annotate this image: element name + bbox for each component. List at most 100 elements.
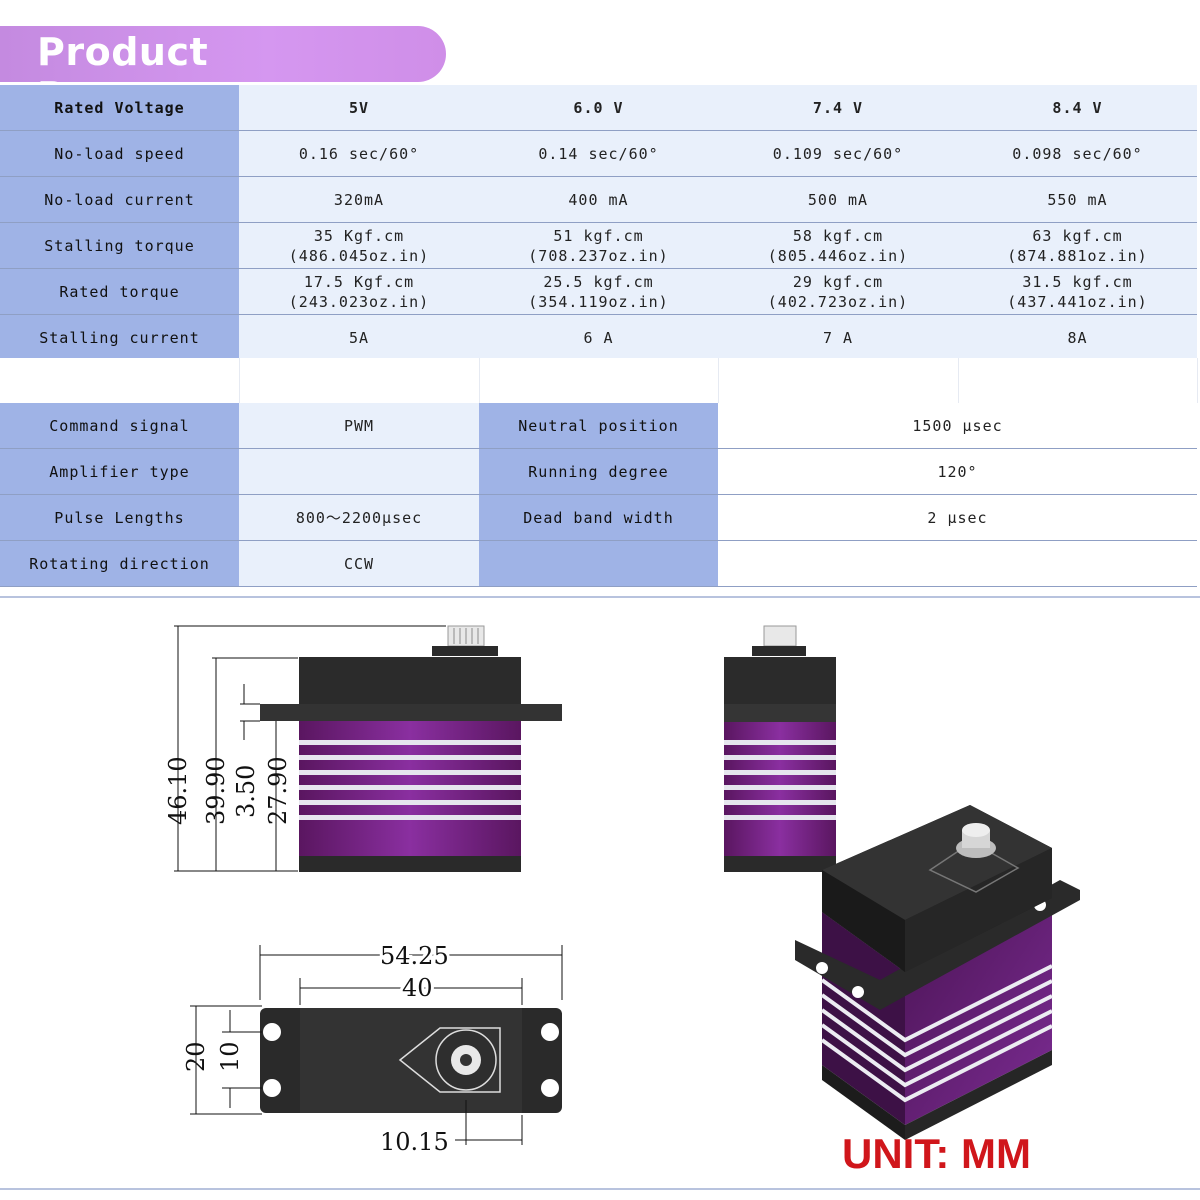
end-view: [724, 625, 836, 872]
value-main: 63 kgf.cm: [1032, 226, 1123, 245]
table-row: Stalling torque 35 Kgf.cm(486.045oz.in) 51…: [0, 222, 1197, 269]
side-view: 46.10 39.90 3.50 27.90: [164, 625, 562, 872]
spec-value: PWM: [239, 403, 479, 449]
param-value: 0.098 sec/60°: [958, 130, 1197, 177]
voltage-parameter-table: Rated Voltage 5V 6.0 V 7.4 V 8.4 V No-load sp…: [0, 85, 1197, 361]
value-main: 550 mA: [1047, 190, 1108, 209]
param-value: 31.5 kgf.cm(437.441oz.in): [958, 268, 1197, 315]
value-main: 5V: [348, 98, 370, 117]
param-value: 8.4 V: [958, 85, 1197, 131]
spec-label: Rotating direction: [0, 540, 239, 587]
param-value: 63 kgf.cm(874.881oz.in): [958, 222, 1197, 269]
spacer-cell: [718, 358, 959, 403]
param-value: 0.14 sec/60°: [479, 130, 718, 177]
spec-label: Neutral position: [479, 403, 718, 449]
value-main: 7.4 V: [812, 98, 864, 117]
param-value: 5A: [239, 314, 479, 361]
spec-label: Pulse Lengths: [0, 494, 239, 541]
param-value: 29 kgf.cm(402.723oz.in): [718, 268, 958, 315]
value-imperial: (805.446oz.in): [767, 246, 909, 265]
param-value: 25.5 kgf.cm(354.119oz.in): [479, 268, 718, 315]
param-value: 6 A: [479, 314, 718, 361]
value-main: 31.5 kgf.cm: [1022, 272, 1133, 291]
param-value: 7.4 V: [718, 85, 958, 131]
param-value: 5V: [239, 85, 479, 131]
value-imperial: (243.023oz.in): [288, 292, 430, 311]
table-row: No-load current 320mA 400 mA 500 mA 550 mA: [0, 176, 1197, 223]
bottom-divider: [0, 1188, 1200, 1190]
param-value: 17.5 Kgf.cm(243.023oz.in): [239, 268, 479, 315]
param-label: No-load current: [0, 176, 239, 223]
value-main: 58 kgf.cm: [792, 226, 884, 245]
table-row: Rated Voltage 5V 6.0 V 7.4 V 8.4 V: [0, 85, 1197, 131]
spacer-cell: [239, 358, 480, 403]
value-main: 8.4 V: [1052, 98, 1103, 117]
servo-dimension-drawing: 46.10 39.90 3.50 27.90: [164, 625, 1080, 1177]
value-main: 320mA: [333, 190, 385, 209]
title-banner: Product Parameters: [0, 26, 446, 118]
value-imperial: (354.119oz.in): [528, 292, 669, 311]
spec-value: CCW: [239, 540, 479, 587]
dim-54-25: 54.25: [380, 942, 449, 970]
spec-label: [479, 540, 718, 587]
value-imperial: (874.881oz.in): [1007, 246, 1148, 265]
unit-label: UNIT: MM: [842, 1130, 1031, 1177]
value-main: 29 kgf.cm: [792, 272, 884, 291]
table-row: Stalling current 5A 6 A 7 A 8A: [0, 314, 1197, 361]
param-value: 500 mA: [718, 176, 958, 223]
param-label: No-load speed: [0, 130, 239, 177]
param-label: Stalling torque: [0, 222, 239, 269]
spec-value: 800～2200μsec: [239, 494, 479, 541]
dim-20: 20: [182, 1041, 210, 1072]
value-imperial: (486.045oz.in): [288, 246, 430, 265]
value-main: 400 mA: [568, 190, 629, 209]
param-value: 58 kgf.cm(805.446oz.in): [718, 222, 958, 269]
value-main: 17.5 Kgf.cm: [303, 272, 415, 291]
top-view: 54.25 40 20 10 10.15: [182, 939, 563, 1156]
value-main: 0.14 sec/60°: [538, 144, 659, 163]
servo-3d-view: [795, 805, 1080, 1140]
spec-value: [718, 540, 1197, 587]
spacer-cell: [479, 358, 719, 403]
value-main: 8A: [1067, 328, 1088, 347]
spec-value: [239, 448, 479, 495]
value-main: 6 A: [583, 328, 614, 347]
value-imperial: (437.441oz.in): [1007, 292, 1148, 311]
param-value: 0.16 sec/60°: [239, 130, 479, 177]
value-main: 0.16 sec/60°: [298, 144, 420, 163]
param-value: 400 mA: [479, 176, 718, 223]
param-value: 51 kgf.cm(708.237oz.in): [479, 222, 718, 269]
param-value: 320mA: [239, 176, 479, 223]
section-divider: [0, 596, 1200, 598]
dim-10-15: 10.15: [380, 1128, 449, 1156]
value-imperial: (402.723oz.in): [767, 292, 909, 311]
param-value: 6.0 V: [479, 85, 718, 131]
table-row: No-load speed 0.16 sec/60° 0.14 sec/60° 0.1…: [0, 130, 1197, 177]
dim-39-90: 39.90: [202, 756, 230, 825]
param-label: Rated torque: [0, 268, 239, 315]
spec-label: Running degree: [479, 448, 718, 495]
spacer-row: [0, 358, 1198, 403]
param-label: Stalling current: [0, 314, 239, 361]
value-main: 7 A: [822, 328, 854, 347]
value-main: 0.109 sec/60°: [772, 144, 904, 163]
param-value: 0.109 sec/60°: [718, 130, 958, 177]
spec-label: Command signal: [0, 403, 239, 449]
value-main: 6.0 V: [573, 98, 624, 117]
value-imperial: (708.237oz.in): [528, 246, 669, 265]
param-label: Rated Voltage: [0, 85, 239, 131]
dim-10: 10: [216, 1041, 244, 1072]
spec-value: 120°: [718, 448, 1197, 495]
value-main: 25.5 kgf.cm: [543, 272, 654, 291]
value-main: 35 Kgf.cm: [313, 226, 405, 245]
value-main: 51 kgf.cm: [553, 226, 644, 245]
value-main: 5A: [348, 328, 370, 347]
dim-3-50: 3.50: [232, 765, 260, 818]
value-main: 0.098 sec/60°: [1012, 144, 1143, 163]
spec-label: Dead band width: [479, 494, 718, 541]
